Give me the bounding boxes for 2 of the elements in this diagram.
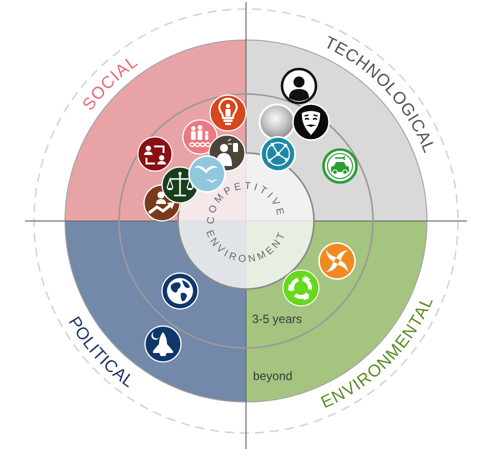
ring-label: beyond	[253, 369, 292, 383]
ring-label: 3-5 years	[252, 312, 302, 326]
